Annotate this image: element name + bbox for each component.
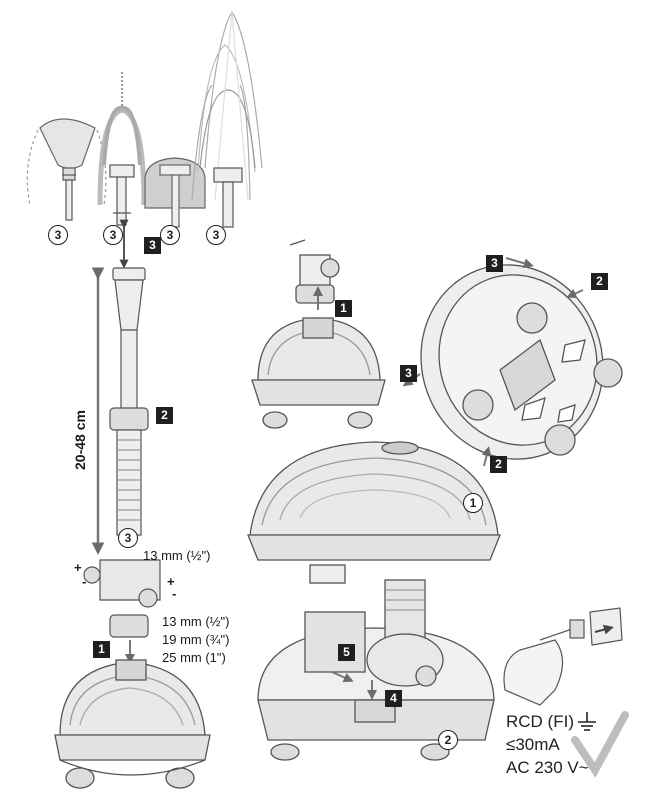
current-label: ≤30mA bbox=[506, 735, 560, 754]
step-circled-3: 3 bbox=[103, 225, 123, 245]
nozzle-bell bbox=[26, 118, 107, 221]
pump-base bbox=[257, 579, 495, 761]
pump-middle bbox=[251, 239, 386, 429]
minus-sign: - bbox=[82, 574, 87, 589]
nozzle-tiered-body bbox=[213, 167, 243, 228]
pump-left bbox=[54, 659, 211, 789]
height-range-label: 20-48 cm bbox=[72, 410, 88, 470]
check-icon bbox=[571, 711, 629, 778]
step-box-3: 3 bbox=[486, 255, 503, 272]
step-box-1: 1 bbox=[335, 300, 352, 317]
step-circled-3: 3 bbox=[48, 225, 68, 245]
step-box-3: 3 bbox=[144, 237, 161, 254]
step-circled-1: 1 bbox=[463, 493, 483, 513]
step-circled-3: 3 bbox=[160, 225, 180, 245]
step-box-5: 5 bbox=[338, 644, 355, 661]
extension-tube bbox=[83, 267, 161, 638]
step-box-2: 2 bbox=[490, 456, 507, 473]
nozzle-fountain bbox=[144, 157, 206, 228]
step-circled-3: 3 bbox=[206, 225, 226, 245]
filter-cover bbox=[420, 264, 623, 460]
inlet-size-25: 25 mm (1") bbox=[162, 650, 226, 665]
ground-symbol bbox=[578, 712, 596, 731]
step-box-1: 1 bbox=[93, 641, 110, 658]
rcd-label: RCD (FI) bbox=[506, 712, 574, 731]
voltage-label: AC 230 V~ bbox=[506, 758, 589, 777]
strainer-dome bbox=[247, 441, 501, 584]
nozzle-frothy-body bbox=[109, 164, 135, 226]
minus-sign: - bbox=[172, 586, 177, 601]
step-circled-2: 2 bbox=[438, 730, 458, 750]
hand-plug bbox=[503, 607, 623, 706]
step-circled-3: 3 bbox=[118, 528, 138, 548]
nozzle-frothy bbox=[97, 72, 147, 206]
step-box-2: 2 bbox=[156, 407, 173, 424]
plus-sign: + bbox=[167, 574, 175, 589]
inlet-size-13: 13 mm (½") bbox=[162, 614, 230, 629]
step-box-2: 2 bbox=[591, 273, 608, 290]
outlet-size-label: 13 mm (½") bbox=[143, 548, 211, 563]
plus-sign: + bbox=[74, 560, 82, 575]
inlet-size-19: 19 mm (¾") bbox=[162, 632, 230, 647]
step-box-4: 4 bbox=[385, 690, 402, 707]
step-box-3: 3 bbox=[400, 365, 417, 382]
